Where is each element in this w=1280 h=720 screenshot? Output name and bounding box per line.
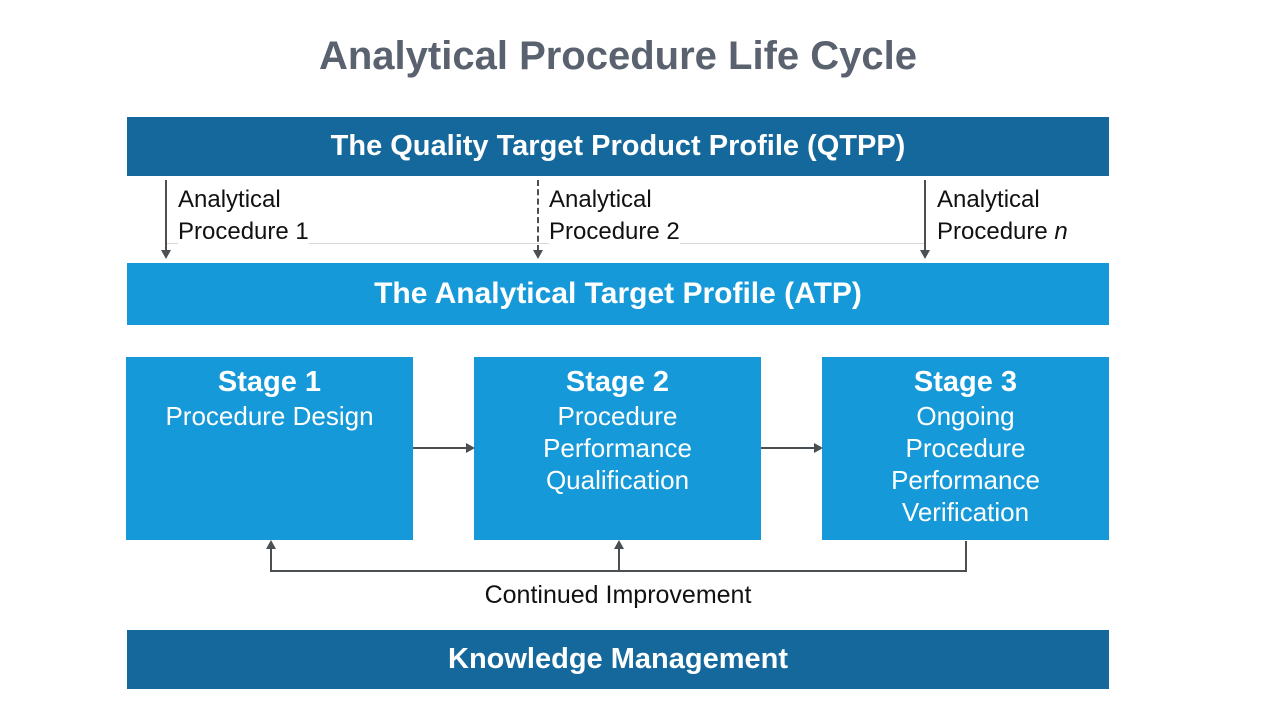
procedure-label-line1: Analytical: [178, 186, 281, 213]
procedure-arrow-3: [920, 180, 930, 260]
page-title: Analytical Procedure Life Cycle: [318, 34, 917, 78]
stage-3-line: Verification: [901, 497, 1030, 527]
stage-2-line: Qualification: [545, 465, 690, 495]
stage-2-line: Procedure: [557, 401, 678, 431]
stage-3-line: Performance: [891, 465, 1040, 495]
feedback-loop-horizontal-line: [270, 570, 967, 572]
right-arrowhead-icon: [814, 443, 823, 453]
procedure-label-line2-em: n: [1054, 218, 1068, 245]
arrow-shaft: [165, 180, 167, 251]
stage2-to-stage3-arrow: [761, 443, 823, 453]
procedure-label-line1: Analytical: [549, 186, 652, 213]
procedure-arrow-1: [161, 180, 171, 260]
procedure-label-line2: Procedure: [937, 218, 1055, 245]
procedure-label-line2: Procedure 2: [549, 218, 680, 245]
stage-2-heading: Stage 2: [565, 366, 670, 398]
down-arrowhead-icon: [533, 250, 543, 259]
stage-3-line: Ongoing: [916, 401, 1015, 431]
procedure-label-line1: Analytical: [937, 186, 1040, 213]
qtpp-banner: The Quality Target Product Profile (QTPP…: [127, 117, 1109, 176]
procedure-arrow-2: [533, 180, 543, 260]
procedure-row-divider-line: [166, 243, 925, 244]
stage-2-box: Stage 2 Procedure Performance Qualificat…: [474, 357, 761, 540]
stage-3-box: Stage 3 Ongoing Procedure Performance Ve…: [822, 357, 1109, 540]
procedure-label-line2: Procedure 1: [178, 218, 309, 245]
procedure-label-2: Analytical Procedure 2: [549, 184, 680, 248]
feedback-loop-right-vertical-line: [965, 541, 967, 571]
atp-banner: The Analytical Target Profile (ATP): [127, 263, 1109, 325]
up-arrowhead-icon: [614, 540, 624, 549]
knowledge-management-banner-label: Knowledge Management: [448, 643, 788, 675]
procedure-label-1: Analytical Procedure 1: [178, 184, 309, 248]
continued-improvement-label: Continued Improvement: [484, 581, 752, 609]
up-arrowhead-icon: [266, 540, 276, 549]
arrow-shaft: [270, 548, 272, 571]
feedback-arrow-to-stage1: [266, 540, 276, 571]
atp-banner-label: The Analytical Target Profile (ATP): [374, 277, 862, 310]
stage-3-heading: Stage 3: [913, 366, 1018, 398]
down-arrowhead-icon: [920, 250, 930, 259]
stage-2-line: Performance: [543, 433, 692, 463]
stage-1-line: Procedure Design: [165, 401, 374, 431]
arrow-shaft: [618, 548, 620, 571]
arrow-shaft-dashed: [537, 180, 539, 251]
qtpp-banner-label: The Quality Target Product Profile (QTPP…: [330, 130, 906, 162]
stage-3-line: Procedure: [905, 433, 1026, 463]
down-arrowhead-icon: [161, 250, 171, 259]
right-arrowhead-icon: [466, 443, 475, 453]
procedure-label-n: Analytical Procedure n: [937, 184, 1068, 248]
stage1-to-stage2-arrow: [413, 443, 475, 453]
stage-1-heading: Stage 1: [217, 366, 322, 398]
feedback-arrow-to-stage2: [614, 540, 624, 571]
knowledge-management-banner: Knowledge Management: [127, 630, 1109, 689]
stage-1-box: Stage 1 Procedure Design: [126, 357, 413, 540]
arrow-shaft: [924, 180, 926, 251]
